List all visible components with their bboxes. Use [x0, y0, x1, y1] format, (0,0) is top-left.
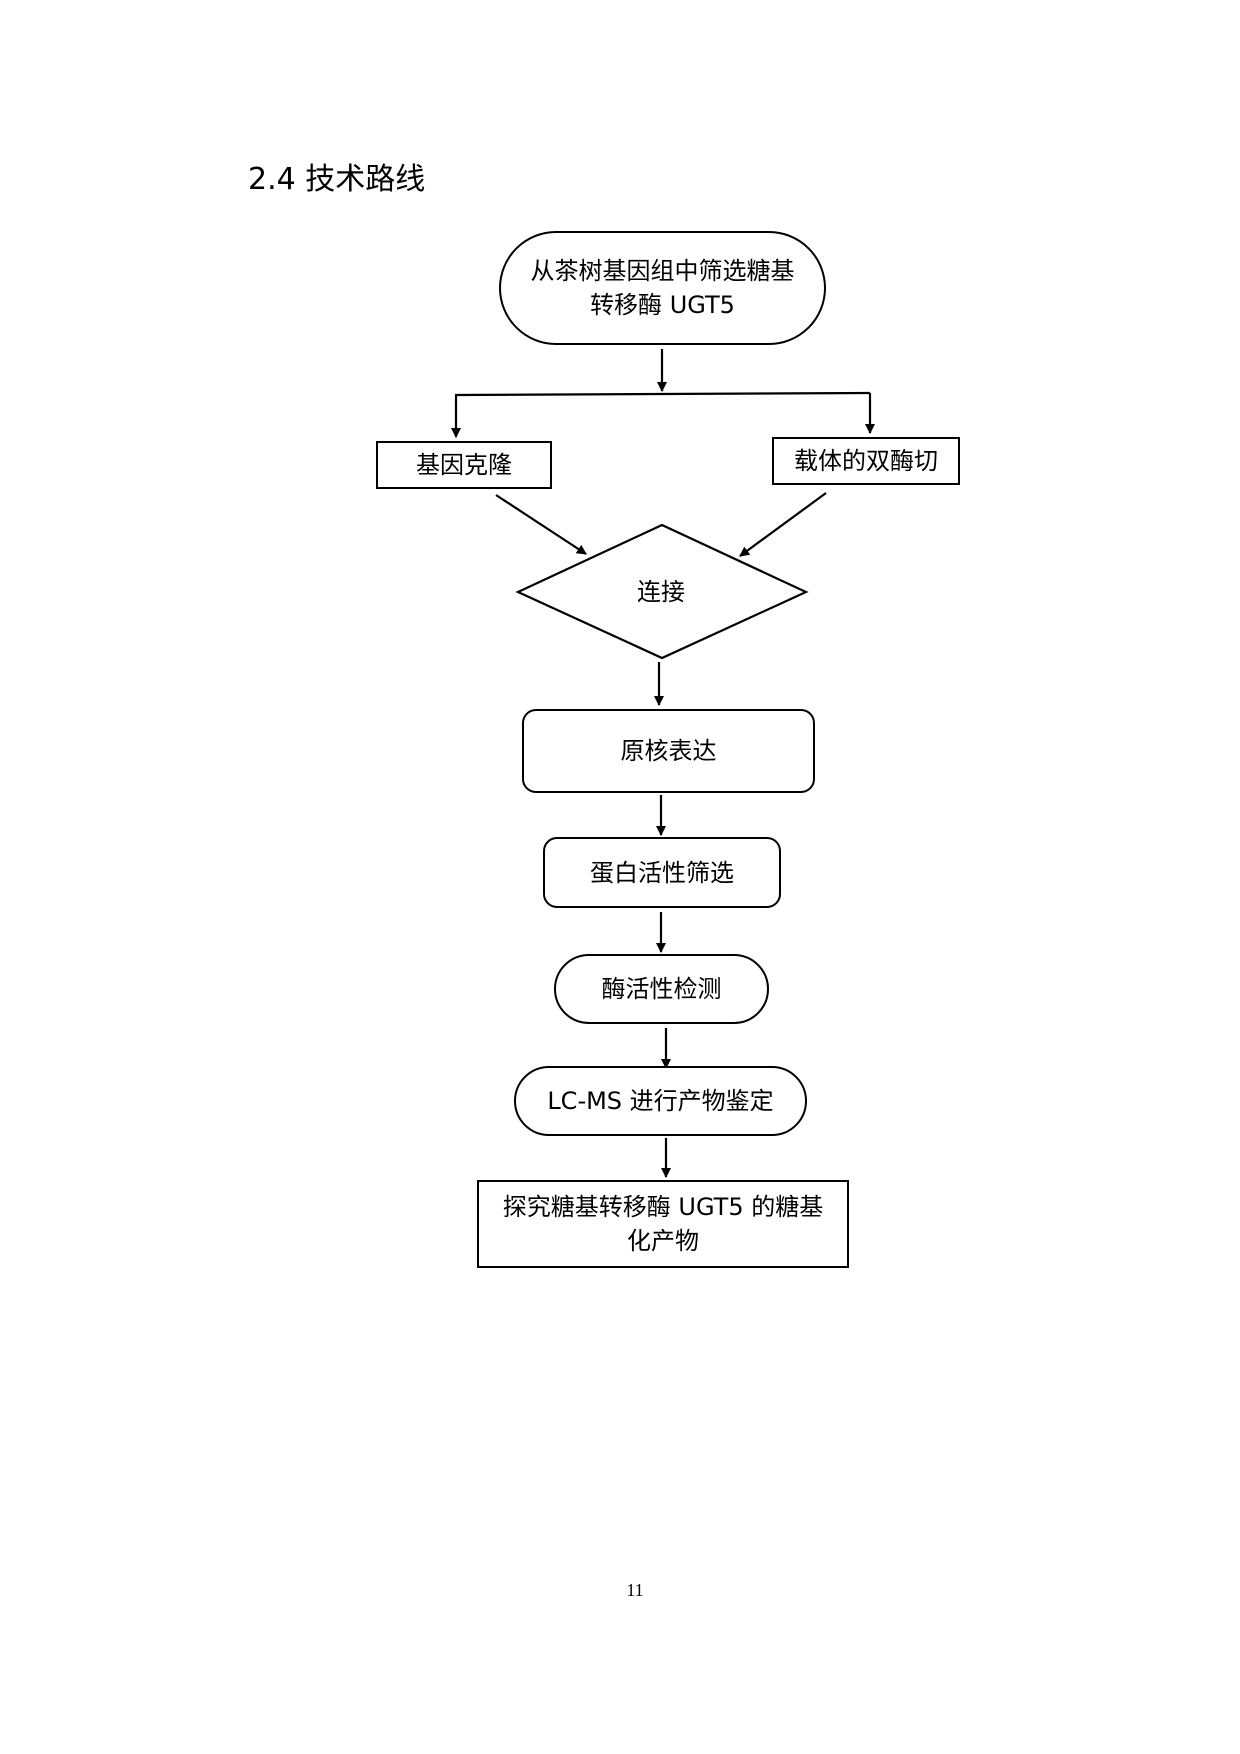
- flow-node-ligation-label: 连接: [637, 578, 685, 606]
- flow-node-enzyme-assay: 酶活性检测: [554, 954, 769, 1024]
- flow-node-gene-cloning: 基因克隆: [376, 441, 552, 489]
- flow-node-lcms-label: LC-MS 进行产物鉴定: [547, 1087, 774, 1115]
- flow-node-vector-digest-label: 载体的双酶切: [794, 447, 938, 475]
- flow-node-start: 从茶树基因组中筛选糖基转移酶 UGT5: [499, 231, 826, 345]
- split-bar: [454, 391, 871, 397]
- flow-node-final: 探究糖基转移酶 UGT5 的糖基化产物: [477, 1180, 849, 1268]
- flow-node-vector-digest: 载体的双酶切: [772, 437, 960, 485]
- flow-node-protein-screening: 蛋白活性筛选: [543, 837, 781, 908]
- arrow-vector-digest-to-ligation: [739, 492, 827, 557]
- page-number: 11: [626, 1580, 644, 1600]
- ligation-diamond: [515, 523, 809, 660]
- section-heading: 2.4 技术路线: [248, 162, 426, 197]
- flow-node-gene-cloning-label: 基因克隆: [416, 451, 512, 479]
- flow-node-enzyme-assay-label: 酶活性检测: [601, 975, 722, 1003]
- flow-node-start-label: 从茶树基因组中筛选糖基转移酶 UGT5: [530, 257, 795, 319]
- flow-node-prokaryotic-expression: 原核表达: [522, 709, 815, 793]
- flow-node-protein-screening-label: 蛋白活性筛选: [590, 858, 734, 887]
- flow-node-final-label: 探究糖基转移酶 UGT5 的糖基化产物: [502, 1193, 824, 1255]
- flow-node-prokaryotic-expression-label: 原核表达: [620, 737, 717, 765]
- arrow-gene-cloning-to-ligation: [495, 494, 587, 555]
- flow-node-lcms: LC-MS 进行产物鉴定: [514, 1066, 807, 1136]
